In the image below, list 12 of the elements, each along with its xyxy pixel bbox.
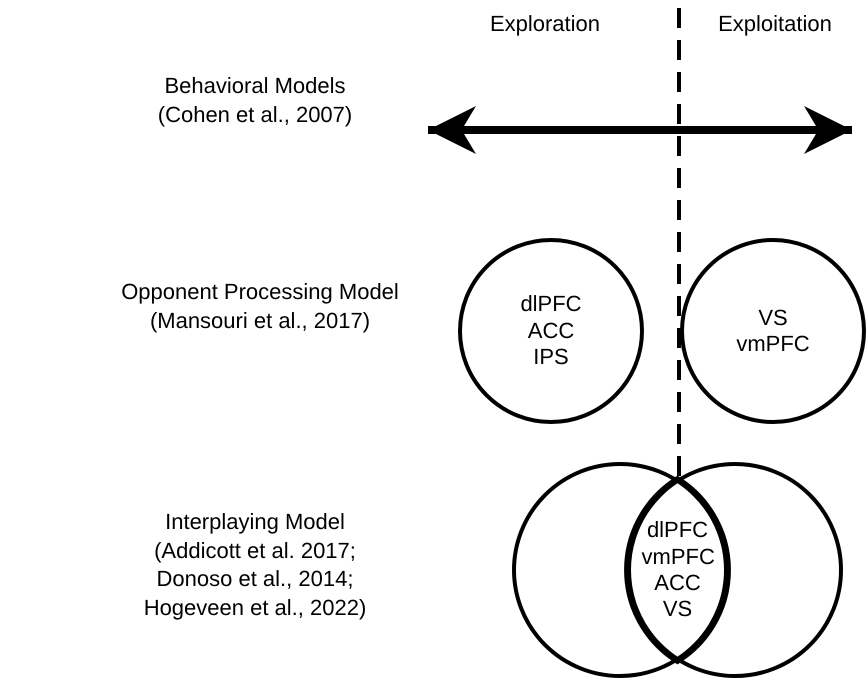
region-circle (680, 238, 866, 424)
region-names: VS vmPFC (736, 304, 810, 358)
venn-circle (512, 462, 728, 678)
column-heading: Exploitation (717, 10, 833, 38)
venn-circle (627, 462, 843, 678)
column-heading: Exploration (488, 10, 602, 38)
model-label: Behavioral Models (Cohen et al., 2007) (156, 72, 354, 129)
region-names: dlPFC ACC IPS (519, 291, 583, 371)
model-label: Opponent Processing Model (Mansouri et al., 2017) (120, 278, 400, 335)
region-circle (458, 238, 644, 424)
region-names: dlPFC vmPFC ACC VS (642, 517, 714, 623)
model-label: Interplaying Model (Addicott et al. 2017; Donoso et al., 2014; Hogeveen et al., 2022) (142, 508, 368, 622)
